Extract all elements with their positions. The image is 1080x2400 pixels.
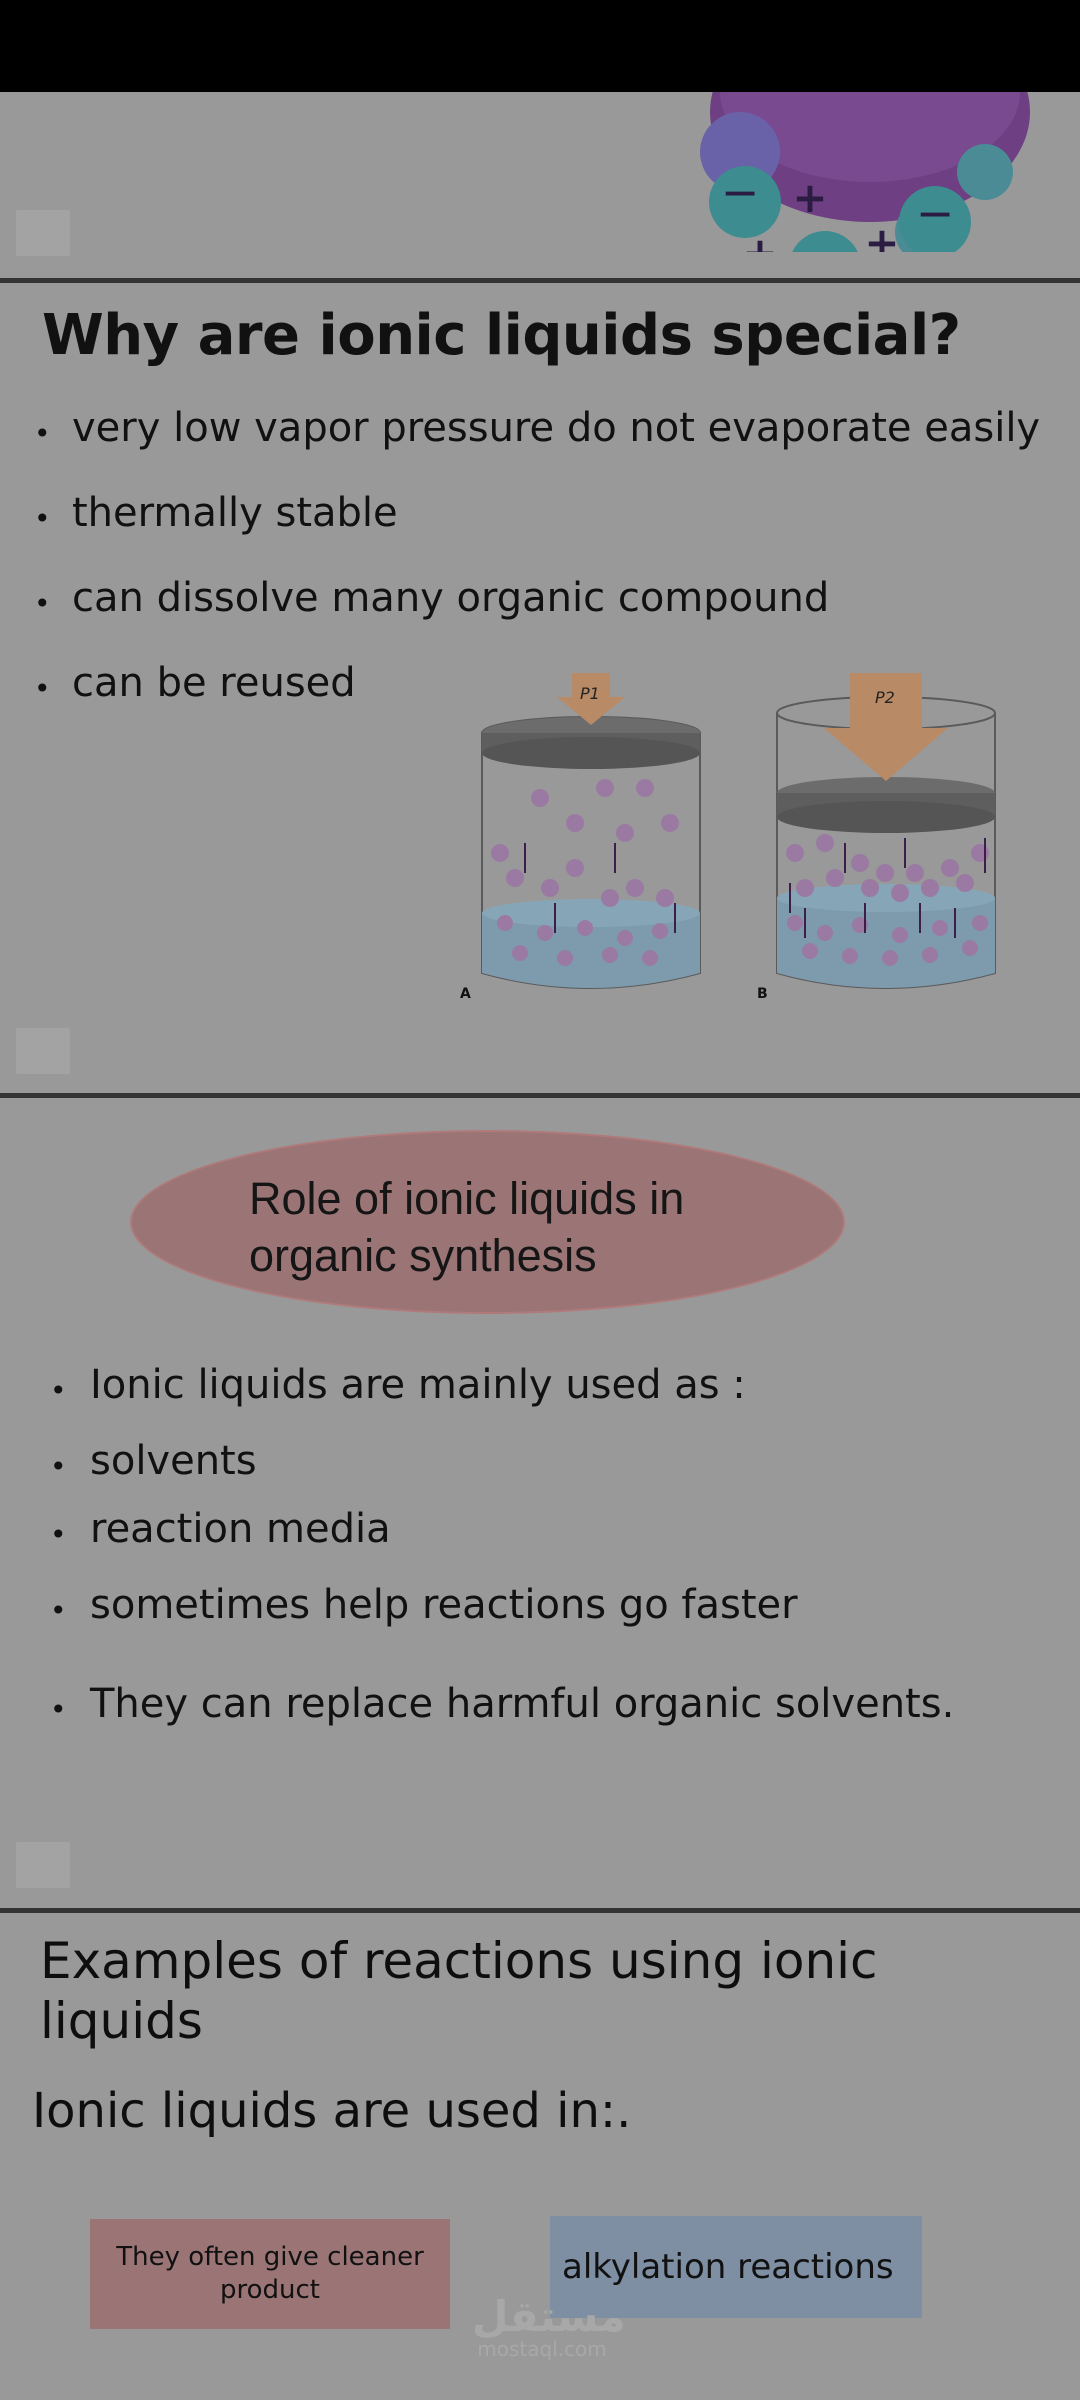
- status-bar: [0, 0, 1080, 92]
- pressure-label-p2: P2: [875, 688, 895, 707]
- slide-subtitle: Ionic liquids are used in:.: [32, 2083, 632, 2139]
- list-item: very low vapor pressure do not evaporate…: [34, 403, 1040, 488]
- alkylation-reactions-box: alkylation reactions: [550, 2216, 922, 2318]
- svg-text:−: −: [721, 165, 760, 219]
- list-item: sometimes help reactions go faster: [50, 1580, 954, 1679]
- slide-thumbnail-marker: [16, 1842, 70, 1888]
- svg-text:+: +: [742, 228, 777, 252]
- slide-2[interactable]: Why are ionic liquids special? very low …: [0, 283, 1080, 1093]
- mostaql-watermark: مستقل mostaql.com: [472, 2292, 626, 2361]
- list-item: Ionic liquids are mainly used as :: [50, 1360, 954, 1436]
- svg-text:−: −: [806, 231, 845, 252]
- cleaner-product-box: They often give cleaner product: [90, 2219, 450, 2329]
- list-item: reaction media: [50, 1504, 954, 1580]
- list-item: can dissolve many organic compound: [34, 573, 1040, 658]
- panel-label-b: B: [757, 986, 768, 1002]
- slide-divider: [0, 278, 1080, 283]
- slide-divider: [0, 1093, 1080, 1098]
- list-item: thermally stable: [34, 488, 1040, 573]
- list-item: can be reused: [34, 658, 1040, 743]
- watermark-arabic: مستقل: [472, 2292, 626, 2341]
- slide-title: Why are ionic liquids special?: [42, 303, 961, 368]
- slide-thumbnail-marker: [16, 210, 70, 256]
- panel-label-a: A: [460, 986, 471, 1002]
- slide-4[interactable]: Examples of reactions using ionic liquid…: [0, 1913, 1080, 2400]
- svg-text:+: +: [864, 218, 899, 252]
- slide-divider: [0, 1908, 1080, 1913]
- slide-thumbnail-marker: [16, 1028, 70, 1074]
- vapor-pressure-figure: P1 A: [460, 673, 996, 1002]
- list-item: They can replace harmful organic solvent…: [50, 1679, 954, 1739]
- watermark-latin: mostaql.com: [477, 2337, 607, 2361]
- list-item: solvents: [50, 1436, 954, 1504]
- bullet-list: Ionic liquids are mainly used as : solve…: [50, 1360, 954, 1739]
- svg-text:−: −: [916, 186, 955, 240]
- cylinder-a: P1 A: [460, 673, 701, 1002]
- slide-title: Examples of reactions using ionic liquid…: [40, 1932, 878, 2050]
- pressure-label-p1: P1: [580, 684, 600, 703]
- svg-text:+: +: [792, 173, 827, 222]
- title-oval: Role of ionic liquids in organic synthes…: [130, 1130, 845, 1314]
- slide-title: Role of ionic liquids in organic synthes…: [249, 1173, 685, 1281]
- slide-3[interactable]: Role of ionic liquids in organic synthes…: [0, 1098, 1080, 1908]
- cylinder-b: P2 B: [757, 673, 996, 1002]
- bullet-list: very low vapor pressure do not evaporate…: [34, 403, 1040, 743]
- ionic-particles-illustration: − − − + + +: [700, 92, 1030, 252]
- slide-1[interactable]: − − − + + +: [0, 92, 1080, 278]
